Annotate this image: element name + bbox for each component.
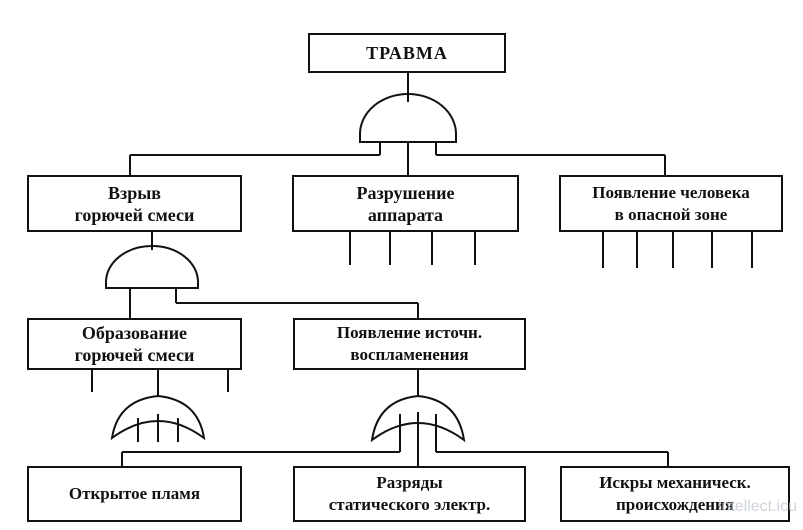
or-gate-ignition bbox=[370, 394, 466, 443]
person-event-box: Появление человека в опасной зоне bbox=[559, 175, 783, 232]
or-gate-formation bbox=[110, 394, 206, 441]
watermark: intellect.icu bbox=[717, 498, 797, 515]
flame-event-box: Открытое пламя bbox=[27, 466, 242, 522]
destruction-event-box: Разрушение аппарата bbox=[292, 175, 519, 232]
top-event-box: ТРАВМА bbox=[308, 33, 506, 73]
sparks-event-box: Искры механическ. происхождения bbox=[560, 466, 790, 522]
ignition-event-box: Появление источн. воспламенения bbox=[293, 318, 526, 370]
static-event-box: Разряды статического электр. bbox=[293, 466, 526, 522]
and-gate-explosion bbox=[105, 245, 199, 289]
formation-event-box: Образование горючей смеси bbox=[27, 318, 242, 370]
and-gate-top bbox=[359, 93, 457, 143]
explosion-event-box: Взрыв горючей смеси bbox=[27, 175, 242, 232]
